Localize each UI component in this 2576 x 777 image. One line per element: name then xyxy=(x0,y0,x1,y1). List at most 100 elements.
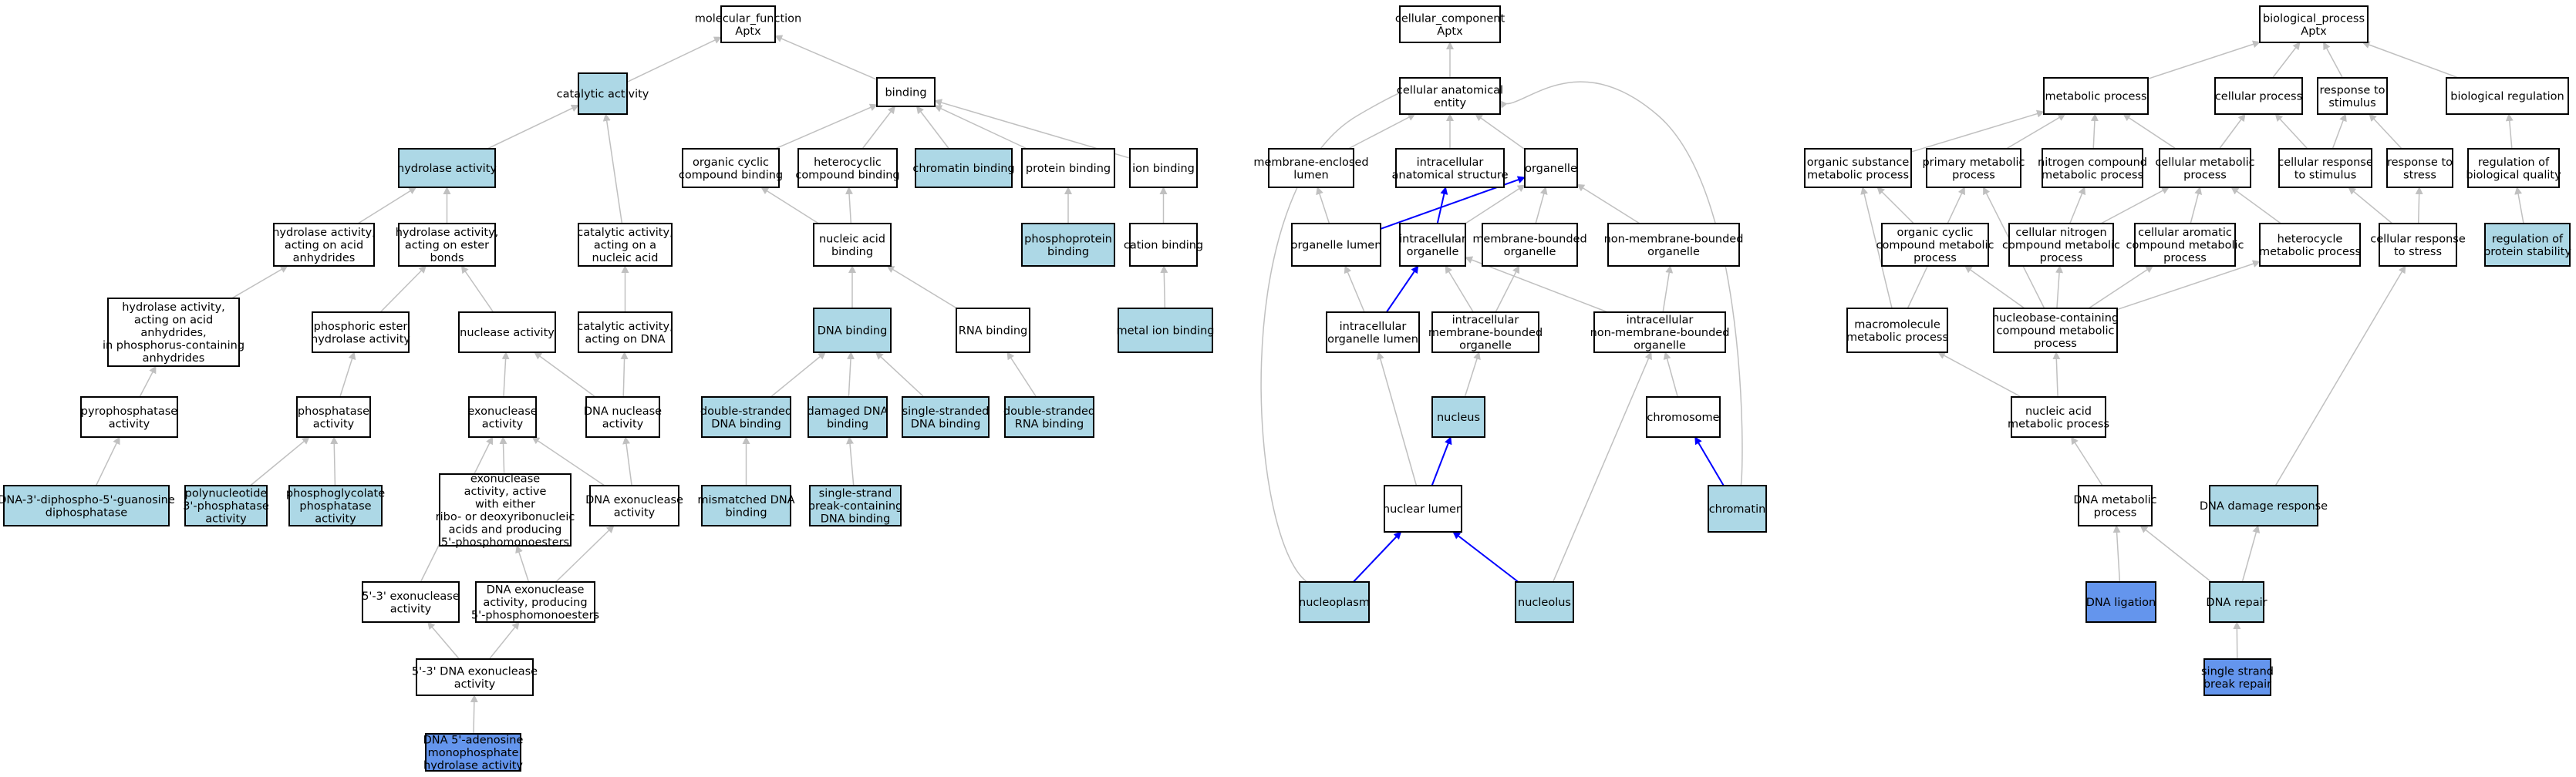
go-term-label-line: compound metabolic xyxy=(1876,240,1994,252)
go-term-label: hydrolase activity xyxy=(397,163,497,175)
go-term-label-line: break-containing xyxy=(808,500,903,513)
is-a-edge xyxy=(2139,525,2212,583)
go-term-label-line: macromolecule xyxy=(1854,318,1940,331)
go-term-label: cation binding xyxy=(1124,240,1203,252)
go-term-label-line: acting on a xyxy=(594,240,656,252)
go-term-label-line: phosphoric ester xyxy=(314,321,408,333)
go-term-label-line: acting on acid xyxy=(134,314,213,327)
go-term-label-line: anhydrides, xyxy=(140,327,206,339)
is-a-edge xyxy=(2322,42,2344,79)
go-term-label-line: process xyxy=(1913,252,1957,264)
go-term-node: hydrolase activity xyxy=(397,148,497,188)
is-a-edge xyxy=(845,187,854,224)
go-term-label-line: compound metabolic xyxy=(2002,240,2120,252)
go-term-label: nucleolus xyxy=(1518,597,1571,609)
go-term-label-line: DNA binding xyxy=(711,418,781,430)
go-term-label-line: chromatin binding xyxy=(912,163,1014,175)
go-term-label-line: Aptx xyxy=(735,25,761,38)
is-a-edge xyxy=(2369,113,2402,150)
is-a-edge xyxy=(427,621,460,660)
go-term-node: DNA binding xyxy=(813,308,892,353)
is-a-edge xyxy=(1347,113,1416,150)
go-term-node: nucleus xyxy=(1431,396,1485,438)
go-term-box xyxy=(1399,223,1466,267)
go-term-box xyxy=(2446,77,2569,115)
go-term-label: DNA binding xyxy=(818,325,888,338)
go-term-label-line: stress xyxy=(2403,169,2436,181)
go-term-label-line: compound metabolic xyxy=(1997,325,2115,338)
go-term-label-line: cellular_component xyxy=(1395,12,1505,25)
go-term-label-line: hydrolase activity xyxy=(311,333,410,345)
go-term-box xyxy=(813,308,892,353)
go-term-box xyxy=(398,223,496,267)
go-term-node: RNA binding xyxy=(956,308,1030,353)
go-term-label-line: hydrolase activity xyxy=(397,163,497,175)
is-a-edge xyxy=(1475,113,1526,150)
go-term-box xyxy=(1021,223,1115,267)
go-term-label-line: nucleoplasm xyxy=(1299,597,1370,609)
go-term-box xyxy=(1708,485,1767,533)
go-term-label: chromatin binding xyxy=(912,163,1014,175)
go-term-label-line: biological_process xyxy=(2263,12,2365,25)
go-term-box xyxy=(458,311,556,353)
go-term-label-line: double-stranded xyxy=(700,405,792,418)
go-term-box xyxy=(2008,223,2114,267)
is-a-edge xyxy=(770,352,826,398)
is-a-edge xyxy=(774,103,878,150)
go-term-label-line: DNA binding xyxy=(821,513,891,526)
go-term-label-line: nucleobase-containing xyxy=(1992,312,2119,325)
go-term-label-line: organelle xyxy=(1634,340,1686,352)
go-term-label-line: single strand xyxy=(2201,665,2274,678)
is-a-edge xyxy=(847,352,855,398)
go-term-label-line: organic cyclic xyxy=(693,156,769,169)
go-term-label-line: organelle xyxy=(1504,246,1556,258)
go-term-label-line: metal ion binding xyxy=(1116,325,1214,338)
go-term-label-line: stimulus xyxy=(2328,97,2375,109)
is-a-edge xyxy=(2116,260,2261,311)
go-term-label-line: cellular aromatic xyxy=(2138,227,2232,239)
go-term-label-line: organelle xyxy=(1647,246,1700,258)
go-term-label: chromosome xyxy=(1647,412,1719,424)
go-term-box xyxy=(2043,77,2149,115)
go-term-label-line: molecular_function xyxy=(695,12,801,25)
go-term-label-line: DNA 5'-adenosine xyxy=(423,735,524,747)
go-term-box xyxy=(1118,308,1213,353)
is-a-edge xyxy=(1160,265,1168,309)
is-a-edge xyxy=(339,352,356,398)
go-term-label-line: double-stranded xyxy=(1003,405,1095,418)
is-a-edge xyxy=(1465,184,1526,224)
go-term-label: DNA ligation xyxy=(2086,597,2156,609)
go-term-box xyxy=(1004,396,1094,438)
go-term-label-line: nucleolus xyxy=(1518,597,1571,609)
go-term-label-line: organelle xyxy=(1459,340,1512,352)
